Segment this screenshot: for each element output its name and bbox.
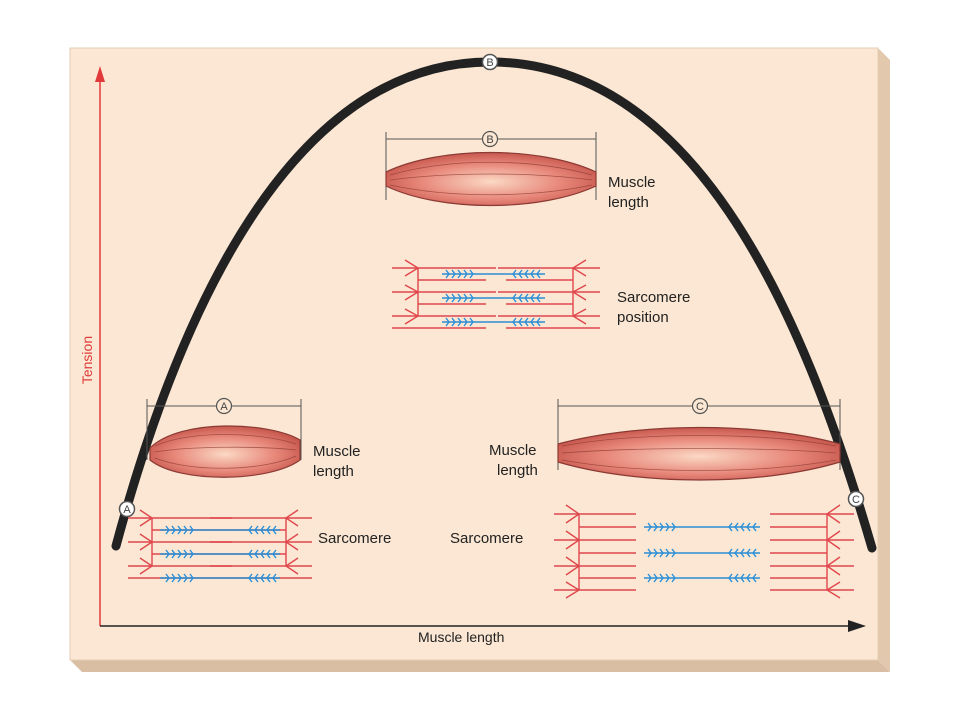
board <box>69 47 890 672</box>
axes: Muscle length Tension <box>79 66 866 645</box>
muscle-length-bracket-a: A <box>146 397 302 460</box>
board-bottom <box>70 660 890 672</box>
sarcomere-b-label-2: position <box>617 309 669 326</box>
muscle-c <box>557 426 841 481</box>
muscle-b-label-2: length <box>608 194 649 211</box>
muscle-a-label-1: Muscle <box>313 443 361 460</box>
panel-c: C Muscle length <box>450 397 854 599</box>
panel-a: A Muscle length <box>128 397 391 583</box>
sarcomere-b-label-1: Sarcomere <box>617 289 690 306</box>
muscle-b-fibers <box>389 161 593 196</box>
point-a-label: A <box>123 504 131 516</box>
sarcomere-c-label: Sarcomere <box>450 530 523 547</box>
muscle-a-fibers <box>154 434 297 469</box>
bracket-b-marker: B <box>486 134 493 146</box>
bracket-a-marker: A <box>220 401 228 413</box>
point-marker-b: B <box>481 53 499 71</box>
muscle-a <box>149 425 301 478</box>
muscle-b-label-1: Muscle <box>608 174 656 191</box>
muscle-c-label-2: length <box>497 462 538 479</box>
y-axis-label: Tension <box>79 336 95 384</box>
sarcomere-c <box>554 504 854 599</box>
panel-b: B Muscle length <box>385 130 690 329</box>
board-side <box>878 48 890 672</box>
muscle-c-label-1: Muscle <box>489 442 537 459</box>
point-marker-c: C <box>847 490 865 508</box>
point-c-label: C <box>852 494 860 506</box>
muscle-c-fibers <box>561 435 837 471</box>
sarcomere-a <box>128 509 312 583</box>
x-axis-arrow <box>848 620 866 632</box>
sarcomere-a-label: Sarcomere <box>318 530 391 547</box>
bracket-c-marker: C <box>696 401 704 413</box>
point-b-label: B <box>486 57 493 69</box>
y-axis-arrow <box>95 66 105 82</box>
muscle-a-label-2: length <box>313 463 354 480</box>
board-face <box>69 47 879 661</box>
sarcomere-b <box>392 259 600 329</box>
muscle-length-bracket-b: B <box>385 130 597 200</box>
point-marker-a: A <box>118 500 136 518</box>
x-axis-label: Muscle length <box>418 629 504 645</box>
